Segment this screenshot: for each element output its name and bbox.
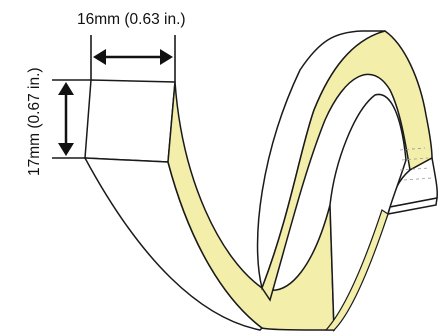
tape-strip: [83, 30, 438, 333]
tape-front-face-left: [84, 79, 176, 163]
height-dimension: 17mm (0.67 in.): [26, 67, 91, 176]
width-label: 16mm (0.63 in.): [77, 11, 186, 28]
width-arrowhead-right: [160, 49, 173, 65]
tape-shading: [399, 147, 433, 181]
width-dimension: 16mm (0.63 in.): [77, 11, 186, 82]
width-arrowhead-left: [93, 49, 106, 65]
height-arrowhead-top: [58, 82, 74, 95]
tape-inner-edge: [324, 209, 389, 331]
height-label: 17mm (0.67 in.): [26, 67, 43, 176]
tape-edge-top: [261, 30, 433, 302]
height-arrowhead-bottom: [58, 143, 74, 156]
